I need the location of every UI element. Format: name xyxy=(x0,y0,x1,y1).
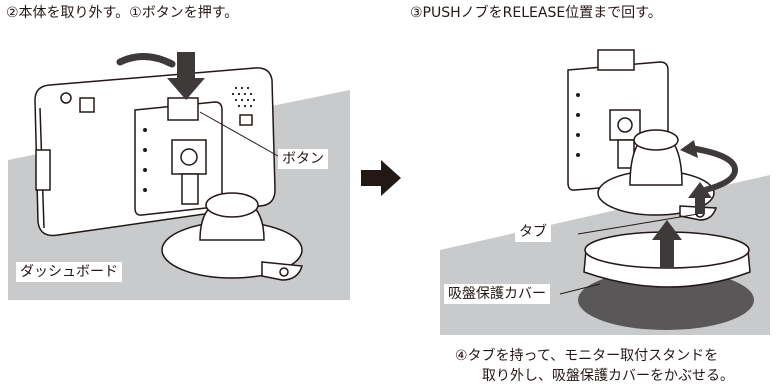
dashboard-label: ダッシュボード xyxy=(16,262,122,282)
big-up-arrow-icon xyxy=(652,220,682,268)
cover-leader-line xyxy=(559,283,601,295)
button-leader-line xyxy=(199,111,279,157)
cover-label: 吸盤保護カバー xyxy=(444,284,550,304)
left-caption: ②本体を取り外す。①ボタンを押す。 xyxy=(6,5,239,21)
push-arrow-icon xyxy=(167,52,205,100)
arrow-right-icon xyxy=(361,160,401,196)
tab-leader-line xyxy=(577,213,699,235)
button-label: ボタン xyxy=(278,149,328,169)
right-caption: ③PUSHノブをRELEASE位置まで回す。 xyxy=(410,5,662,21)
note-line-1: ④タブを持って、モニター取付スタンドを xyxy=(455,348,719,364)
tab-label: タブ xyxy=(515,222,551,242)
up-arrow-icon xyxy=(688,182,712,214)
rotate-arrow-icon xyxy=(689,145,739,193)
rotate-arrow-head xyxy=(680,140,698,158)
left-monitor xyxy=(34,67,276,237)
note-line-2: 取り外し、吸盤保護カバーをかぶせる。 xyxy=(482,368,734,384)
cover-shadow xyxy=(578,270,754,330)
left-curve-arrow-icon xyxy=(116,53,176,68)
left-suction-cup xyxy=(161,192,303,281)
